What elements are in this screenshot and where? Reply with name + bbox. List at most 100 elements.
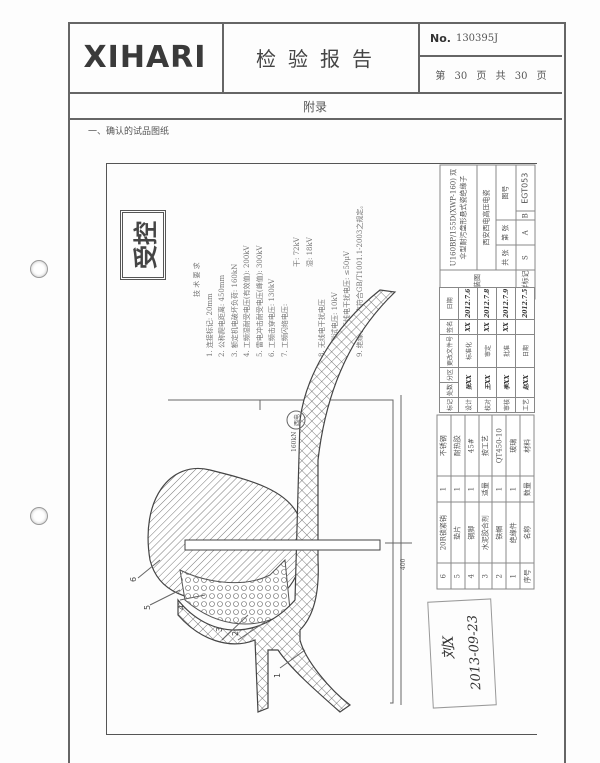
sign-date: 2012.7.5 [515, 287, 535, 320]
signature: 王XX [477, 367, 497, 398]
part-no: 5 [450, 563, 465, 589]
approval-stamp: 刘X 2013-09-23 [427, 598, 497, 709]
part-name: 名称 [520, 501, 534, 564]
part-qty: 1 [464, 476, 479, 502]
part-qty: 1 [437, 476, 451, 502]
parts-header: 序号名称数量材料 [520, 415, 534, 589]
sign-header: 日期 [439, 287, 459, 320]
sign-header: 签名 [439, 319, 459, 335]
callout-6: 6 [129, 577, 138, 582]
part-qty: 数量 [520, 476, 534, 502]
mark-label: 160kN [291, 432, 298, 452]
drawing-no: EGT053 [515, 165, 535, 212]
stage-a: A [515, 220, 535, 246]
steel-pin [184, 539, 381, 551]
signature: 赵XX [515, 367, 535, 398]
sign-role: 批准 [496, 334, 516, 368]
insulating-shell [177, 289, 397, 713]
callout-5: 5 [143, 605, 152, 610]
part-qty: 1 [506, 476, 521, 502]
part-material: 材料 [520, 415, 534, 477]
part-no: 4 [464, 563, 479, 589]
stage-s: S [515, 245, 535, 270]
part-name: 钢脚 [464, 501, 479, 564]
part-no: 2 [492, 563, 507, 589]
sign-role: 日期 [515, 334, 535, 368]
sign-role: 标准化 [458, 334, 478, 368]
report-frame [68, 22, 566, 763]
logo-cell: XIHARI [68, 22, 224, 92]
signature [515, 319, 535, 335]
sign-header: 处数 [439, 382, 459, 398]
sign-header: 更改文件号 [439, 334, 459, 368]
sign-header: 分区 [439, 367, 459, 383]
drawing-frame [106, 163, 537, 735]
sign-date: 2012.7.9 [496, 287, 516, 320]
signature: XX [477, 319, 497, 335]
callout-leaders [137, 559, 306, 669]
part-no: 6 [437, 563, 451, 589]
part-name: 绝缘件 [506, 501, 521, 564]
report-number: No. 130395J [420, 22, 562, 57]
page-info: 第 30 页 共 30 页 [435, 71, 547, 82]
title-block: 总装图 U160BP/155D(XWP-160) 双伞型耐污盘形悬式瓷绝缘子 西… [439, 164, 535, 300]
signature: 李XX [496, 367, 516, 398]
sheet-no: 第 张 [495, 220, 516, 246]
outline-lines [168, 395, 412, 705]
part-no: 1 [506, 563, 521, 589]
report-no-value: 130395J [455, 33, 499, 44]
part-name: 垫片 [450, 501, 465, 564]
product-name: U160BP/155D(XWP-160) 双伞型耐污盘形悬式瓷绝缘子 [439, 165, 477, 270]
part-qty: 适量 [478, 476, 493, 502]
callout-4: 4 [177, 605, 186, 610]
sign-date: 2012.7.6 [458, 287, 478, 320]
approval-signature: 刘X [440, 635, 458, 661]
marking-circle-text: 西电 [293, 414, 301, 426]
part-material: 不锈钢 [437, 415, 451, 477]
signature: XX [458, 319, 478, 335]
part-material: 耐热胶 [450, 415, 465, 477]
signature: 张XX [458, 367, 478, 398]
part-material: 按工艺 [478, 415, 493, 477]
report-no-label: No. [430, 32, 451, 45]
sheet-count: 共 张 [495, 245, 516, 270]
punch-hole [30, 260, 48, 278]
callout-2: 2 [231, 631, 240, 636]
callout-1: 1 [273, 673, 282, 678]
part-qty: 1 [450, 476, 465, 502]
part-name: 铁帽 [492, 501, 507, 564]
sign-date: 2012.7.8 [477, 287, 497, 320]
stage-b: B [515, 211, 535, 221]
sign-role: 审定 [477, 334, 497, 368]
part-name: 水泥胶合剂 [478, 501, 493, 564]
title-cell: 检验报告 [222, 22, 420, 92]
part-no: 序号 [520, 563, 534, 589]
divider [68, 92, 562, 94]
part-name: 20R锁紧销 [437, 501, 451, 564]
dimension-value: 400 [400, 558, 407, 570]
part-qty: 1 [492, 476, 507, 502]
approval-date: 2013-09-23 [465, 614, 484, 691]
part-material: 45# [464, 415, 479, 477]
company-logo: XIHARI [83, 39, 207, 75]
signature: XX [496, 319, 516, 335]
part-material: 玻璃 [506, 415, 521, 477]
report-title: 检验报告 [256, 46, 384, 71]
sign-header: 标记 [439, 397, 459, 413]
section-title: 附录 [302, 99, 327, 114]
sign-role: 工艺 [515, 397, 535, 413]
company-name: 西安西电高压电瓷 [476, 165, 496, 270]
subsection-title: 一、确认的试品图纸 [88, 127, 170, 137]
punch-hole [30, 507, 48, 525]
drawing-no-label: 图号 [495, 165, 516, 221]
